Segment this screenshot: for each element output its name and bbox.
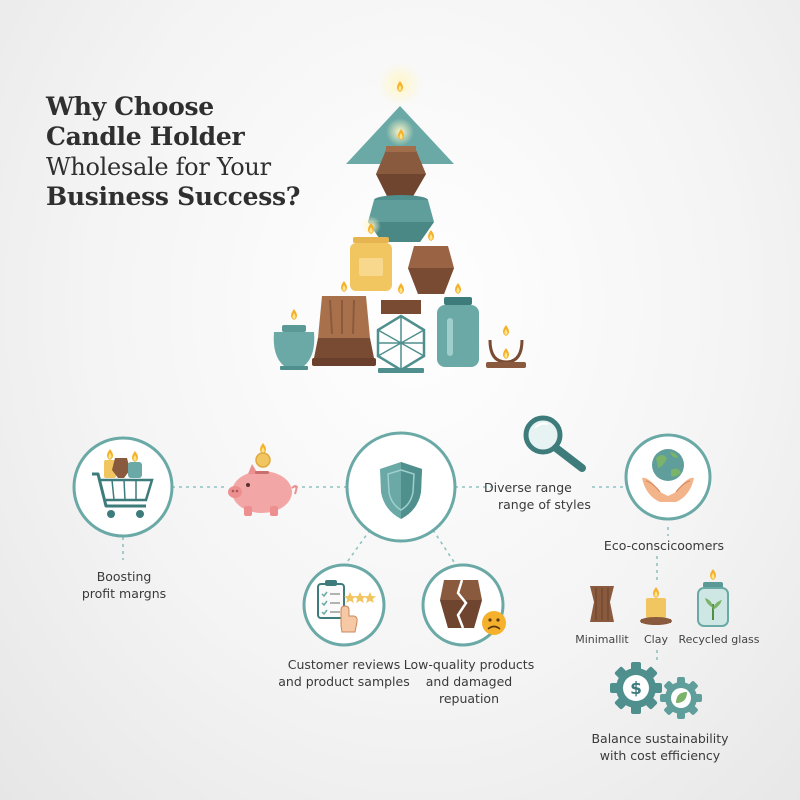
wood-cup bbox=[408, 230, 454, 294]
teal-glass-jar bbox=[437, 283, 479, 367]
clay-holder-icon bbox=[640, 587, 672, 625]
title-line-3: Wholesale for Your bbox=[46, 153, 271, 181]
shield-node bbox=[345, 431, 457, 543]
checklist-icon bbox=[317, 580, 345, 619]
wood-vase bbox=[376, 146, 426, 198]
reviews-label-line-1: Customer reviews bbox=[287, 657, 401, 672]
piggy-bank-icon bbox=[228, 443, 298, 516]
wood-pillar-holder bbox=[312, 281, 376, 366]
teal-bowl bbox=[368, 195, 434, 242]
shopping-cart-icon bbox=[92, 449, 154, 518]
cracked-vase-icon bbox=[440, 579, 482, 629]
title-line-4: Business Success? bbox=[46, 182, 301, 211]
amber-jar bbox=[350, 216, 392, 291]
shield-icon bbox=[380, 462, 422, 519]
star-rating-icon bbox=[344, 592, 376, 603]
page-title: Why Choose Candle Holder Wholesale for Y… bbox=[46, 92, 346, 212]
range-label: Diverse range range of styles bbox=[484, 479, 604, 513]
balance-label: Balance sustainability with cost efficie… bbox=[584, 730, 736, 764]
connector-lines bbox=[122, 486, 669, 664]
title-line-1: Why Choose bbox=[46, 92, 214, 121]
candle-pyramid-illustration bbox=[273, 62, 526, 373]
small-teal-bowl bbox=[273, 309, 315, 370]
reviews-label: Customer reviews and product samples bbox=[270, 656, 418, 690]
magnifier-icon bbox=[523, 415, 586, 472]
reviews-label-line-2: and product samples bbox=[278, 674, 410, 689]
material-label-clay: Clay bbox=[644, 633, 668, 646]
profit-label: Boosting profit margns bbox=[58, 568, 190, 602]
svg-text:$: $ bbox=[630, 679, 642, 699]
balance-label-line-1: Balance sustainability bbox=[591, 731, 729, 746]
title-line-2: Candle Holder bbox=[46, 122, 245, 151]
quality-label-line-1: Low-quality products bbox=[403, 657, 535, 672]
gear-icon: $ bbox=[610, 662, 702, 719]
profit-label-line-2: profit margns bbox=[81, 586, 167, 601]
profit-label-line-1: Boosting bbox=[96, 569, 152, 584]
quality-node bbox=[421, 563, 506, 647]
balance-label-line-2: with cost efficiency bbox=[599, 748, 721, 763]
reviews-node bbox=[302, 563, 386, 647]
range-label-line-2: range of styles bbox=[498, 497, 591, 512]
cart-node bbox=[72, 436, 174, 538]
globe-hands-icon bbox=[642, 449, 694, 502]
tealight-holder bbox=[486, 325, 526, 368]
eco-node bbox=[624, 433, 712, 521]
material-label-minimalist: Minimallit bbox=[575, 633, 629, 646]
geometric-lantern bbox=[376, 283, 426, 373]
material-label-recycled-glass: Recycled glass bbox=[678, 633, 760, 646]
minimalist-holder-icon bbox=[590, 586, 614, 622]
quality-label-line-2: and damaged repuation bbox=[425, 674, 513, 706]
quality-label: Low-quality products and damaged repuati… bbox=[396, 656, 542, 707]
eco-label: Eco-conscicoomers bbox=[603, 538, 725, 553]
recycled-glass-jar-icon bbox=[697, 569, 729, 627]
sad-face-icon bbox=[482, 611, 506, 635]
range-label-line-1: Diverse range bbox=[484, 480, 572, 495]
